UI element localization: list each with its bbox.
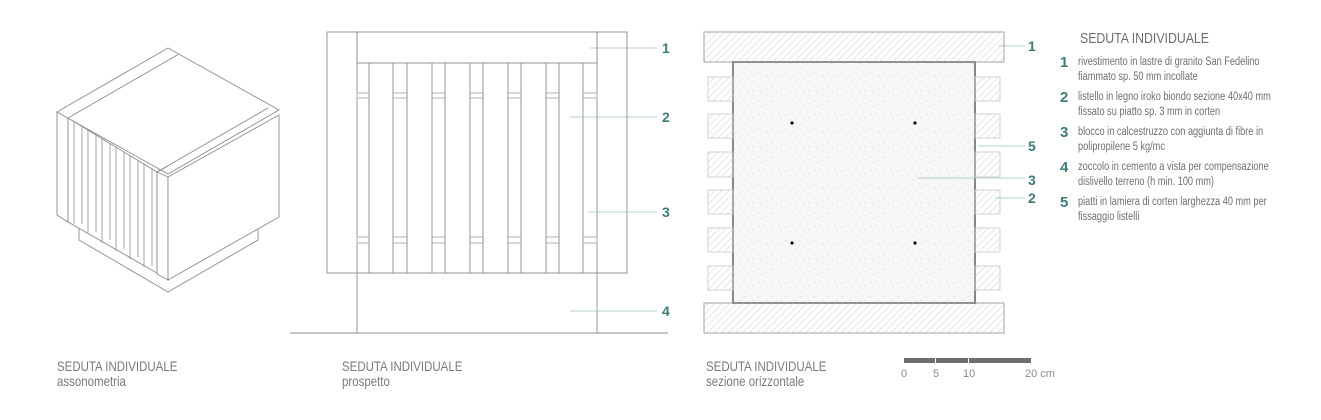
axonometric-view: [56, 47, 280, 293]
top-face: [56, 47, 280, 175]
legend-number: 5: [1060, 194, 1069, 211]
legend-line: rivestimento in lastre di granito San Fe…: [1078, 56, 1260, 68]
legend-line: listello in legno iroko biondo sezione 4…: [1078, 91, 1271, 103]
legend-line: piatti in lamiera di corten larghezza 40…: [1078, 196, 1267, 208]
caption-title: SEDUTA INDIVIDUALE: [706, 358, 827, 374]
caption-title: SEDUTA INDIVIDUALE: [342, 358, 463, 374]
slats: [73, 122, 153, 267]
left-slab: [326, 31, 358, 274]
callout-2: 2: [1028, 190, 1036, 206]
slats-section: [707, 76, 1001, 291]
legend-line: fiammato sp. 50 mm incollate: [1078, 71, 1198, 83]
callout-1: 1: [1028, 38, 1036, 54]
legend-line: blocco in calcestruzzo con aggiunta di f…: [1078, 126, 1264, 138]
callout-3: 3: [1028, 172, 1036, 188]
legend-text: blocco in calcestruzzo con aggiunta di f…: [1078, 125, 1263, 155]
caption-axonometry: SEDUTA INDIVIDUALE assonometria: [57, 359, 177, 389]
right-end-slab-front: [156, 171, 169, 281]
anchor-points: [790, 121, 917, 245]
right-slab: [596, 31, 628, 274]
legend-text: listello in legno iroko biondo sezione 4…: [1078, 90, 1271, 120]
legend-title: SEDUTA INDIVIDUALE: [1080, 30, 1209, 47]
caption-section: SEDUTA INDIVIDUALE sezione orizzontale: [706, 359, 826, 389]
caption-subtitle: assonometria: [57, 373, 126, 389]
legend-number: 3: [1060, 124, 1069, 141]
left-end-slab-side: [56, 111, 69, 223]
callout-3: 3: [662, 204, 670, 220]
callout-1: 1: [662, 40, 670, 56]
caption-subtitle: prospetto: [342, 373, 390, 389]
legend-number: 2: [1060, 89, 1069, 106]
legend-number: 1: [1060, 54, 1069, 71]
scale-tick-20: 20 cm: [1025, 368, 1055, 380]
legend-text: rivestimento in lastre di granito San Fe…: [1078, 55, 1260, 85]
legend-text: zoccolo in cemento a vista per compensaz…: [1078, 160, 1269, 190]
plinth: [356, 272, 598, 334]
scale-bar: [904, 358, 1031, 363]
section-view: [703, 31, 1025, 334]
legend-line: fissaggio listelli: [1078, 211, 1140, 223]
legend-number: 4: [1060, 159, 1069, 176]
scale-tick-0: 0: [901, 368, 907, 380]
callout-4: 4: [662, 303, 670, 319]
legend-line: dislivello terreno (h min. 100 mm): [1078, 176, 1215, 188]
scale-tick-5: 5: [933, 368, 939, 380]
legend-line: polipropilene 5 kg/mc: [1078, 141, 1165, 153]
elevation-view: [290, 31, 668, 334]
caption-subtitle: sezione orizzontale: [706, 373, 805, 389]
callout-2: 2: [662, 109, 670, 125]
scale-tick-10: 10: [963, 368, 975, 380]
legend-line: fissato su piatto sp. 3 mm in corten: [1078, 106, 1221, 118]
legend-line: zoccolo in cemento a vista per compensaz…: [1078, 161, 1269, 173]
top-slab: [356, 31, 598, 64]
caption-elevation: SEDUTA INDIVIDUALE prospetto: [342, 359, 462, 389]
right-face: [167, 114, 280, 281]
slats: [368, 62, 584, 274]
caption-title: SEDUTA INDIVIDUALE: [57, 358, 178, 374]
leaders: [570, 47, 657, 312]
legend-text: piatti in lamiera di corten larghezza 40…: [1078, 195, 1267, 225]
leaders: [918, 45, 1025, 199]
callout-5: 5: [1028, 138, 1036, 154]
